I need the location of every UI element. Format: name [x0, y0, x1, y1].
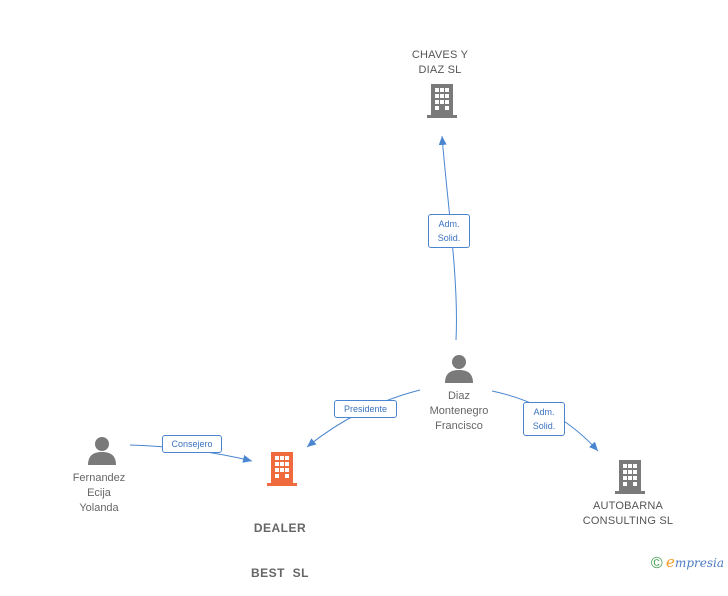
relationship-graph: [88, 84, 645, 494]
edge-label-line: Presidente: [343, 404, 388, 414]
node-label-line: Francisco: [435, 420, 483, 432]
node-label-line: Diaz: [447, 390, 470, 402]
node-label-autobarna[interactable]: AUTOBARNA CONSULTING SL: [568, 499, 688, 529]
node-label-line: Yolanda: [79, 502, 119, 514]
edge-label-presidente[interactable]: Presidente: [334, 400, 397, 418]
node-label-dealer[interactable]: DEALER BEST SL: [230, 491, 330, 596]
node-label-line: CHAVES Y: [411, 49, 469, 61]
node-label-line: Montenegro: [429, 405, 489, 417]
person-icon[interactable]: [88, 437, 116, 465]
building-icon[interactable]: [267, 452, 297, 486]
edge-label-line: Consejero: [171, 439, 213, 449]
node-label-line: BEST SL: [250, 566, 309, 580]
node-label-line: Ecija: [87, 487, 111, 499]
edge-label-line: Solid.: [532, 421, 556, 431]
node-label-line: DIAZ SL: [418, 64, 462, 76]
node-label-line: CONSULTING SL: [582, 515, 674, 527]
node-label-line: DEALER: [253, 521, 307, 535]
node-label-chaves[interactable]: CHAVES Y DIAZ SL: [395, 48, 485, 78]
edge-label-consejero[interactable]: Consejero: [162, 435, 222, 453]
edge-label-adm-solid[interactable]: Adm. Solid.: [523, 402, 565, 436]
node-label-fernandez[interactable]: Fernandez Ecija Yolanda: [49, 471, 149, 516]
building-icon[interactable]: [427, 84, 457, 118]
copyright-icon: ©: [650, 555, 663, 572]
building-icon[interactable]: [615, 460, 645, 494]
edge-label-line: Adm.: [533, 407, 555, 417]
edge-label-line: Solid.: [437, 233, 461, 243]
node-label-line: AUTOBARNA: [592, 500, 664, 512]
brand-name: mpresia: [674, 556, 724, 570]
edge-label-adm-solid[interactable]: Adm. Solid.: [428, 214, 470, 248]
empresia-logo[interactable]: © empresia: [651, 553, 724, 573]
edge-diaz-to-dealer: [306, 389, 421, 448]
node-label-line: Fernandez: [72, 472, 126, 484]
brand-first-letter: e: [666, 553, 675, 571]
node-label-diaz[interactable]: Diaz Montenegro Francisco: [409, 389, 509, 434]
edge-label-line: Adm.: [438, 219, 460, 229]
person-icon[interactable]: [445, 355, 473, 383]
